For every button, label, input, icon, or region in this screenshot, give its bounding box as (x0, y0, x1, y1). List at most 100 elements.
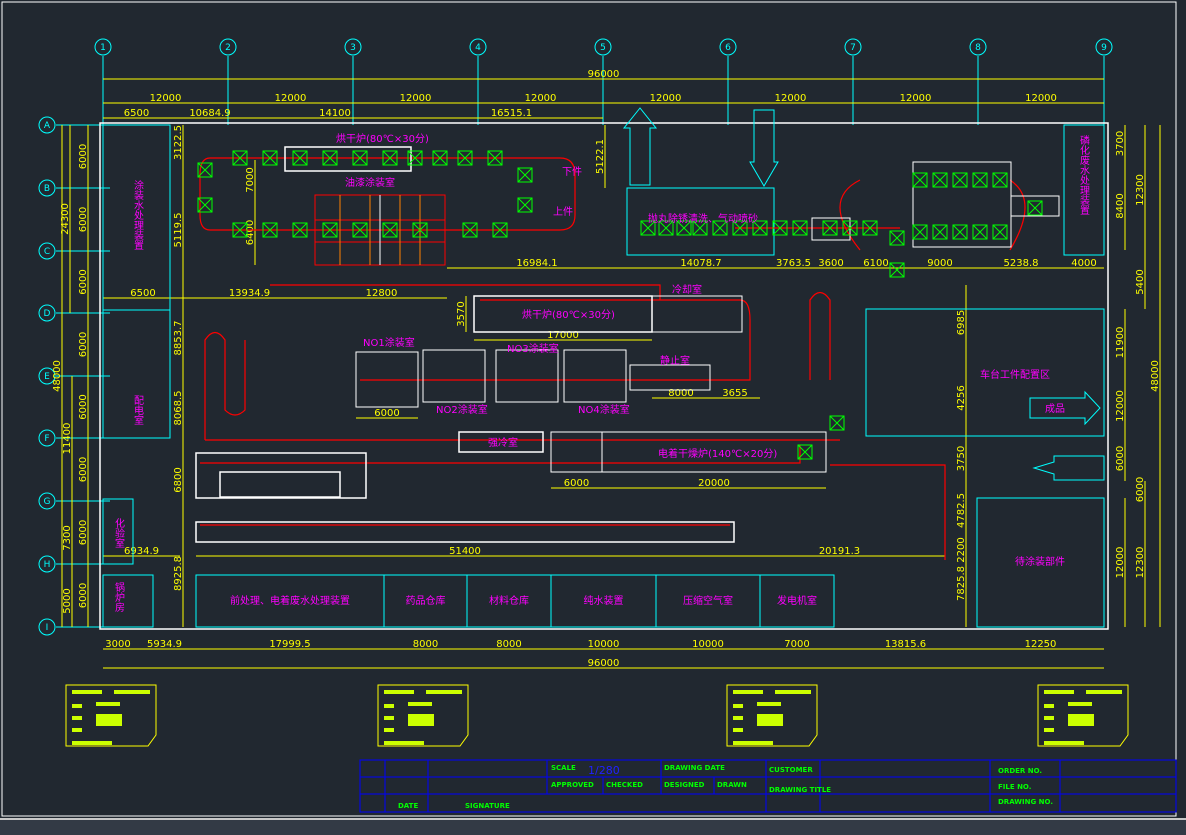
equipment-cross (712, 220, 728, 236)
dimension-value: 8000 (668, 388, 693, 399)
equipment-outline (322, 222, 338, 238)
dimension-value: 10000 (692, 639, 724, 650)
equipment-outline (842, 220, 858, 236)
sheet-text-block (733, 741, 773, 745)
sheet-text-block (757, 714, 783, 726)
equipment-cross (797, 444, 813, 460)
dimension-value: 3600 (818, 258, 843, 269)
grid-label: D (44, 309, 51, 319)
equipment-box-icon (972, 224, 988, 240)
dimension-value: 6000 (78, 207, 89, 232)
grid-bubble (219, 38, 237, 56)
equipment-cross (658, 220, 674, 236)
dimension-value: 4256 (956, 385, 967, 410)
sheet-text-block (426, 690, 462, 694)
dimension-value: 3122.5 (173, 125, 184, 160)
sheet-text-block (72, 716, 82, 720)
grid-label: 4 (475, 43, 481, 53)
room-label: 发电机室 (777, 594, 817, 607)
sheet-text-block (733, 728, 743, 732)
equipment-outline (972, 224, 988, 240)
dimension-value: 12000 (275, 93, 307, 104)
label-dry-oven-mid: 烘干炉(80℃×30分) (522, 309, 615, 321)
grid-bubble (469, 38, 487, 56)
dimension-value: 51400 (449, 546, 481, 557)
grid-bubble (719, 38, 737, 56)
equipment-outline (692, 220, 708, 236)
equipment-box-icon (712, 220, 728, 236)
grid-bubble (38, 242, 56, 260)
equipment-box-icon (862, 220, 878, 236)
label-staging: 车台工件配置区 (980, 368, 1050, 381)
equipment-box-icon (412, 222, 428, 238)
equipment-cross (912, 172, 928, 188)
equipment-cross (352, 222, 368, 238)
equipment-box-icon (889, 262, 905, 278)
dimension-value: 11900 (1115, 327, 1126, 359)
equipment-cross (992, 172, 1008, 188)
scale-value: 1/280 (588, 764, 620, 777)
grid-label: 3 (350, 43, 356, 53)
drawing-title-label: DRAWING TITLE (769, 786, 831, 794)
equipment-cross (772, 220, 788, 236)
equipment-cross (492, 222, 508, 238)
equipment-cross (932, 224, 948, 240)
dimension-value: 8000 (413, 639, 438, 650)
equipment-cross (407, 150, 423, 166)
legend-sheet-icon (377, 684, 469, 747)
sheet-text-block (72, 728, 82, 732)
dimension-value: 6800 (173, 467, 184, 492)
equipment-outline (952, 172, 968, 188)
equipment-cross (822, 220, 838, 236)
equipment-cross (292, 150, 308, 166)
dimension-value: 6000 (78, 583, 89, 608)
equipment-outline (382, 150, 398, 166)
material-down-arrow (749, 109, 779, 187)
equipment-box-icon (952, 224, 968, 240)
staging-zone (865, 308, 1105, 437)
sheet-text-block (1044, 741, 1084, 745)
dimension-value: 7000 (245, 167, 256, 192)
sheet-text-block (384, 728, 394, 732)
dimension-value: 3570 (456, 301, 467, 326)
equipment-box-icon (292, 150, 308, 166)
dimension-value: 8000 (496, 639, 521, 650)
equipment-box-icon (889, 230, 905, 246)
equipment-box-icon (462, 222, 478, 238)
equipment-outline (862, 220, 878, 236)
equipment-box-icon (232, 222, 248, 238)
label-finished: 成品 (1045, 403, 1065, 415)
equipment-cross (912, 224, 928, 240)
dimension-value: 6000 (78, 332, 89, 357)
room-label: 前处理、电着废水处理装置 (230, 594, 350, 607)
equipment-box-icon (752, 220, 768, 236)
dimension-value: 9000 (927, 258, 952, 269)
grid-bubble (38, 618, 56, 636)
material-in-arrow (622, 107, 658, 186)
equipment-box-icon (487, 150, 503, 166)
dimension-value: 12000 (900, 93, 932, 104)
dimension-value: 6934.9 (124, 546, 159, 557)
order-no-label: ORDER NO. (998, 767, 1042, 775)
grid-bubble (94, 38, 112, 56)
dimension-value: 6000 (78, 457, 89, 482)
equipment-outline (492, 222, 508, 238)
bottom-rooms-outline (195, 574, 835, 628)
dimension-value: 5000 (62, 588, 73, 613)
approved-label: APPROVED (551, 781, 594, 789)
dimension-value: 3655 (722, 388, 747, 399)
sheet-text-block (384, 704, 394, 708)
equipment-box-icon (822, 220, 838, 236)
dimension-value: 8925.8 (173, 556, 184, 591)
equipment-box-icon (992, 224, 1008, 240)
dimension-value: 5238.8 (1004, 258, 1039, 269)
equipment-outline (1027, 200, 1043, 216)
dimension-value: 6000 (564, 478, 589, 489)
dimension-value: 12000 (525, 93, 557, 104)
grid-label: 1 (100, 43, 106, 53)
room-label: 纯水装置 (584, 594, 624, 607)
sheet-outline (726, 684, 818, 747)
dimension-value: 6500 (130, 288, 155, 299)
